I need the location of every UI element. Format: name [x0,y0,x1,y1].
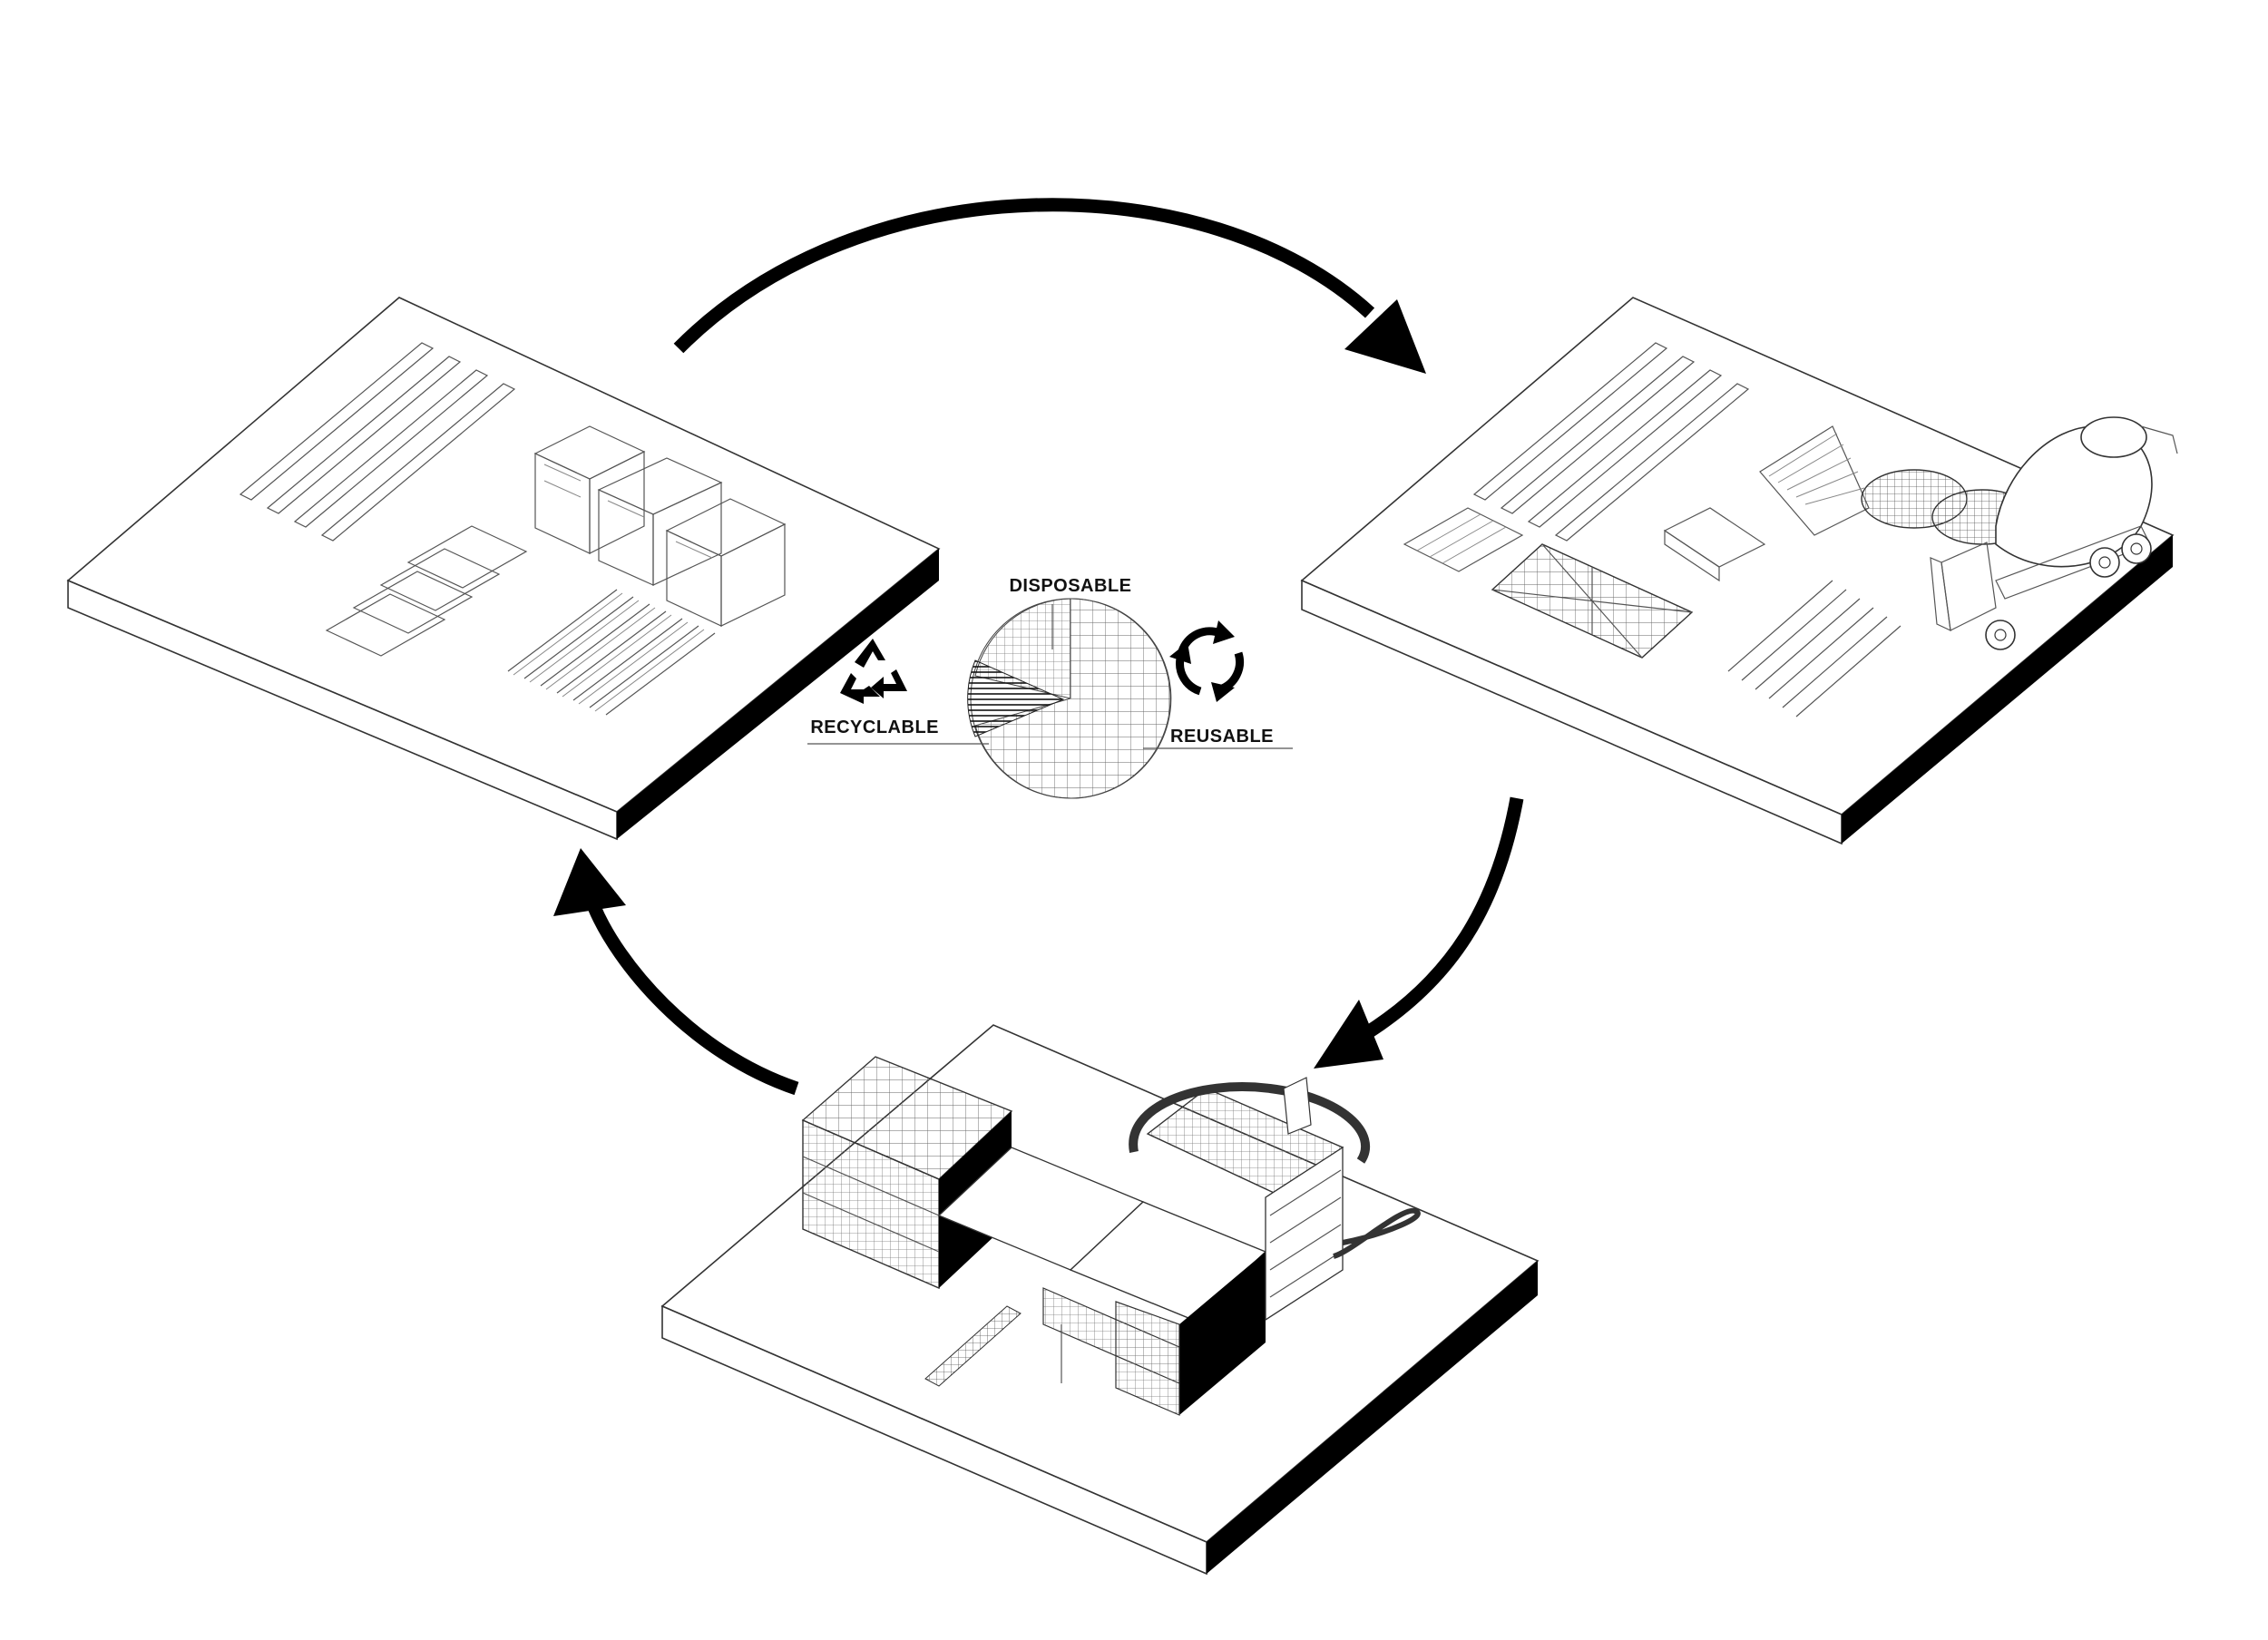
pie-segment-disposable [974,598,1172,799]
cycle-arrow-right [1314,796,1524,1069]
slab-building [660,1024,1540,1576]
rebar-bundle [507,589,716,716]
recycle-icon [840,639,907,704]
rebar-bundle [1727,580,1901,718]
concrete-mixer-truck [1930,416,2178,650]
pallet-decking [1403,507,1524,572]
panel-stack [325,525,528,657]
label-reusable: REUSABLE [1170,727,1274,747]
material-pie-chart [967,598,1172,799]
label-reusable-group: REUSABLE [1143,727,1293,749]
pie-segment-recyclable [967,659,1065,737]
cycle-arrow-left [553,848,799,1096]
slab-construction-site [1300,297,2178,845]
steel-beams-group [1472,342,1750,542]
label-disposable: DISPOSABLE [1009,576,1131,596]
building-model [801,1056,1421,1416]
cycle-arrows-icon [1169,620,1245,702]
container-modules [533,425,787,627]
slab-materials-stock [66,297,941,841]
cycle-arrow-top [673,198,1426,374]
label-recyclable: RECYCLABLE [810,718,939,737]
formwork-slab [1663,507,1766,582]
label-recyclable-group: RECYCLABLE [807,718,989,745]
steel-beams-group [239,342,516,542]
label-disposable-group: DISPOSABLE [1009,576,1131,649]
truss-frame [1491,543,1694,659]
